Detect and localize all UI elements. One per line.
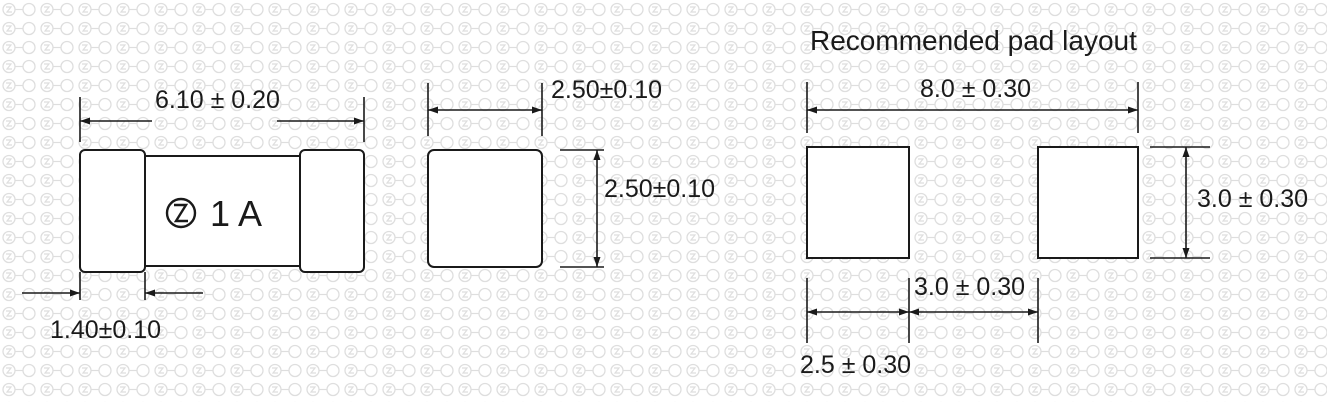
left-pad	[806, 146, 910, 259]
pad-layout-title: Recommended pad layout	[810, 25, 1137, 56]
gap-dim: 3.0 ± 0.30	[914, 273, 1025, 301]
fuse-left-cap	[79, 149, 146, 273]
pad-height-dim: 3.0 ± 0.30	[1197, 185, 1308, 213]
overall-width-dim: 8.0 ± 0.30	[920, 75, 1031, 103]
end-view-body	[427, 149, 543, 268]
end-height-dim: 2.50±0.10	[604, 175, 715, 203]
end-width-dim: 2.50±0.10	[551, 76, 662, 104]
right-pad	[1037, 146, 1139, 259]
time-lag-fuse-icon	[165, 197, 197, 229]
fuse-end-view: 2.50±0.10 2.50±0.10	[427, 76, 715, 268]
fuse-length-dim: 6.10 ± 0.20	[155, 86, 280, 114]
fuse-top-view: 1 A 6.10 ± 0.20 1.40±0.10	[22, 86, 365, 344]
fuse-rating-marking: 1 A	[210, 193, 262, 234]
fuse-right-cap	[299, 149, 365, 273]
pad-layout: Recommended pad layout 8.0 ± 0.30 3.0 ± …	[800, 25, 1308, 379]
pad-width-dim: 2.5 ± 0.30	[800, 351, 911, 379]
cap-width-dim: 1.40±0.10	[50, 316, 161, 344]
